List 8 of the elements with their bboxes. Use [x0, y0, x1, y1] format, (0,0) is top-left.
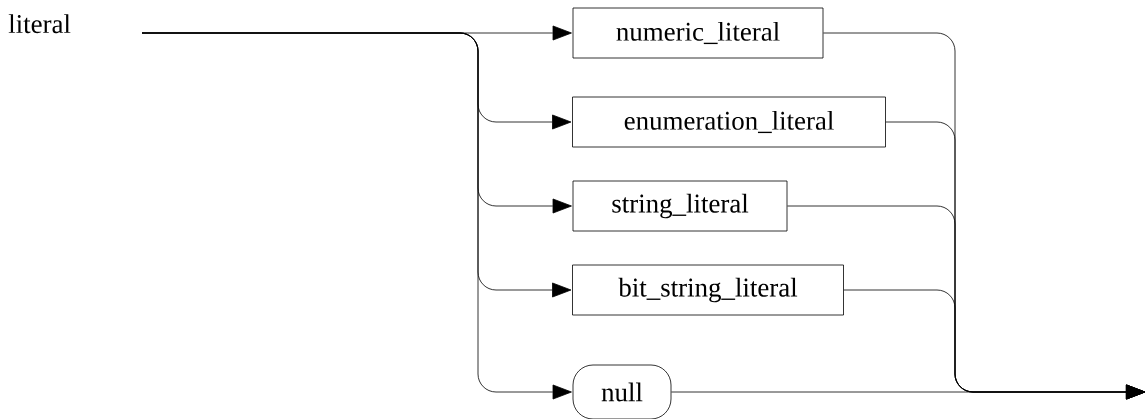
arrow — [141, 32, 572, 400]
nonterminal-box: enumeration_literal — [572, 96, 886, 148]
nonterminal-box: numeric_literal — [572, 7, 824, 59]
arrow — [671, 384, 1146, 400]
nonterminal-box: string_literal — [572, 180, 788, 232]
terminal-box: null — [572, 364, 672, 419]
rule-name: literal — [8, 14, 71, 34]
nonterminal-box: bit_string_literal — [572, 264, 844, 316]
